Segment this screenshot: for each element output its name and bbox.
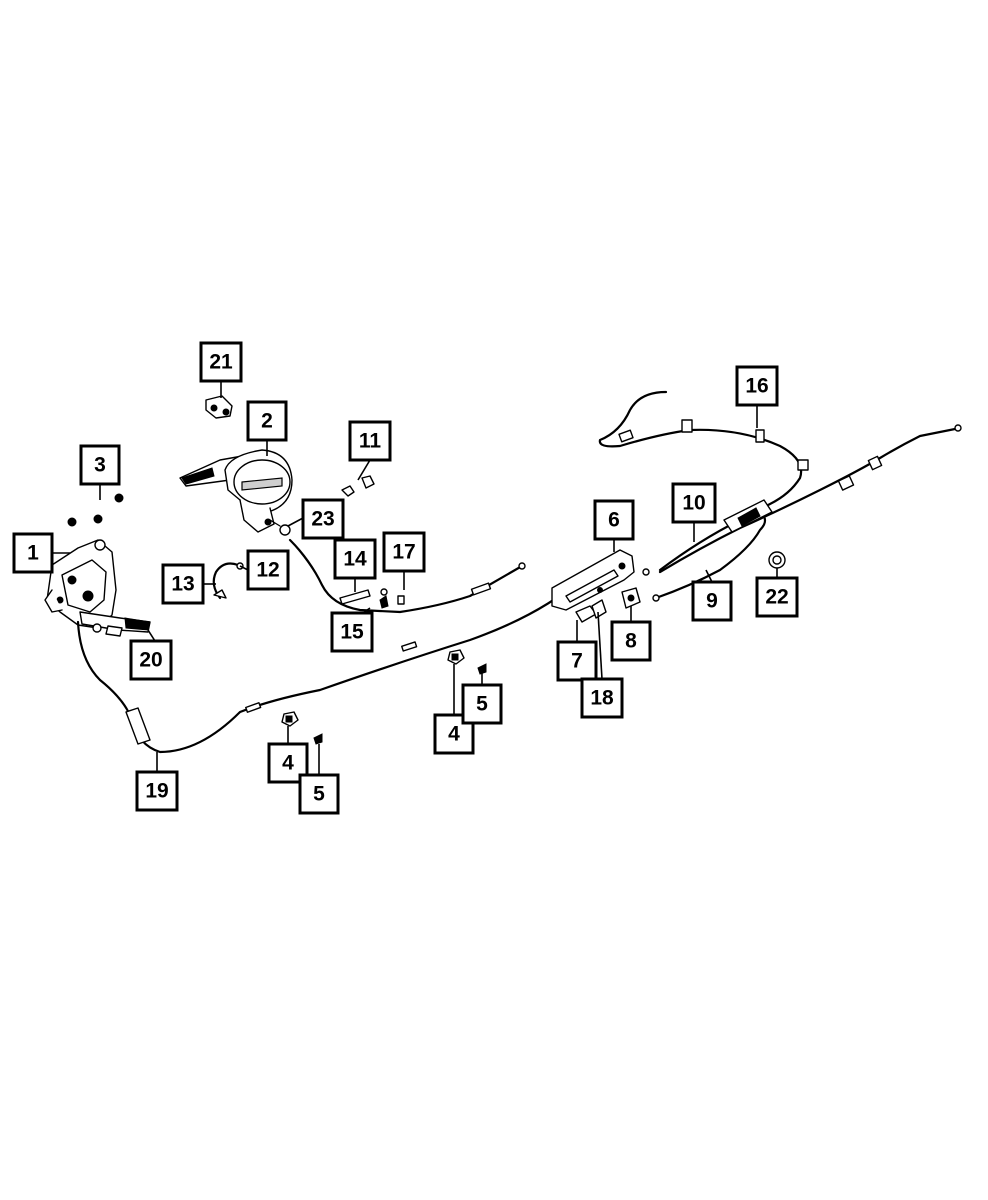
- part-11-clip: [341, 475, 375, 497]
- svg-text:22: 22: [765, 586, 788, 609]
- svg-text:5: 5: [476, 693, 488, 716]
- svg-text:17: 17: [392, 541, 415, 564]
- svg-text:12: 12: [256, 559, 279, 582]
- callout-17: 17: [382, 531, 426, 573]
- part-6-bracket: [551, 549, 635, 611]
- svg-text:6: 6: [608, 509, 620, 532]
- part-16-rear-cable-upper: [598, 390, 809, 572]
- callout-7: 7: [556, 640, 598, 682]
- callout-10: 10: [671, 482, 717, 524]
- callout-22: 22: [755, 576, 799, 618]
- part-23-cable-end: [269, 519, 291, 536]
- callout-5-left: 5: [298, 773, 340, 815]
- callout-19: 19: [135, 770, 179, 812]
- callout-16: 16: [735, 365, 779, 407]
- svg-text:11: 11: [359, 430, 382, 453]
- part-18-retainer: [591, 599, 607, 619]
- callout-8: 8: [610, 620, 652, 662]
- part-1-pedal-assembly: [44, 539, 151, 633]
- svg-text:7: 7: [571, 650, 583, 673]
- svg-text:19: 19: [145, 780, 168, 803]
- svg-text:2: 2: [261, 410, 273, 433]
- svg-text:14: 14: [343, 548, 367, 571]
- callout-3: 3: [79, 444, 121, 486]
- callout-4-left: 4: [267, 742, 309, 784]
- callout-23: 23: [301, 498, 345, 540]
- part-20-pedal-pad: [105, 625, 123, 637]
- svg-text:13: 13: [171, 573, 194, 596]
- part-2-lever-console: [179, 449, 293, 533]
- svg-text:20: 20: [139, 649, 162, 672]
- part-10-rear-cable: [658, 424, 962, 574]
- part-21-bracket: [205, 395, 233, 419]
- svg-text:16: 16: [745, 375, 768, 398]
- svg-text:9: 9: [706, 590, 718, 613]
- svg-text:15: 15: [340, 621, 364, 644]
- part-8-guide: [621, 587, 641, 609]
- svg-text:4: 4: [282, 752, 294, 775]
- part-15-front-cable: [288, 538, 526, 614]
- part-5-clip-left: [313, 733, 323, 745]
- callout-11: 11: [348, 420, 392, 462]
- part-19-main-cable: [76, 578, 582, 754]
- part-5-clip-right: [477, 663, 487, 675]
- callout-6: 6: [593, 499, 635, 541]
- callout-12: 12: [246, 549, 290, 591]
- svg-text:5: 5: [313, 783, 325, 806]
- callout-13: 13: [161, 563, 205, 605]
- svg-text:3: 3: [94, 454, 106, 477]
- part-22-grommet: [768, 551, 786, 569]
- part-4-nut-right: [447, 649, 465, 665]
- svg-text:4: 4: [448, 723, 460, 746]
- callout-2: 2: [246, 400, 288, 442]
- svg-text:1: 1: [27, 542, 39, 565]
- callout-18: 18: [580, 677, 624, 719]
- callout-15: 15: [330, 611, 374, 653]
- part-3-plugs: [67, 493, 124, 527]
- callout-20: 20: [129, 639, 173, 681]
- part-4-nut-left: [281, 711, 299, 727]
- part-12-13-retaining-clip: [212, 562, 244, 600]
- callout-1: 1: [12, 532, 54, 574]
- svg-text:8: 8: [625, 630, 637, 653]
- callout-5-right: 5: [461, 683, 503, 725]
- callout-21: 21: [199, 341, 243, 383]
- svg-text:21: 21: [209, 351, 233, 374]
- svg-text:23: 23: [311, 508, 334, 531]
- part-9-rear-cable-lower: [642, 499, 773, 602]
- leader-lines: [52, 381, 778, 775]
- svg-text:10: 10: [682, 492, 705, 515]
- callout-9: 9: [691, 580, 733, 622]
- callout-4-right: 4: [433, 713, 475, 755]
- callout-14: 14: [333, 538, 377, 580]
- svg-text:18: 18: [590, 687, 614, 710]
